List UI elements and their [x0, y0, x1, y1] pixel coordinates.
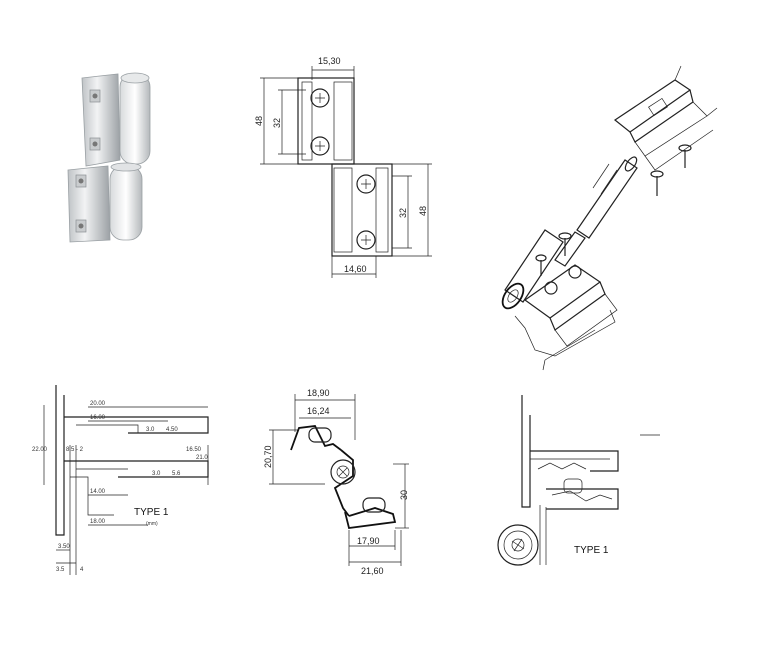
- profile-left-drawing: 20.00 16.00 3.0 4.50 22.00 8.5 - 2 16.50…: [28, 385, 228, 575]
- dim-bottom-width: 14,60: [344, 264, 367, 274]
- dim-section-right-height: 30: [399, 490, 409, 500]
- dim-profile-left-1: 16.00: [90, 415, 106, 421]
- dim-top-inner-height: 32: [272, 118, 282, 128]
- dim-profile-left-8: 3.0: [152, 471, 161, 477]
- dim-section-bottom-outer: 21,60: [361, 566, 384, 576]
- dim-profile-left-10: 14.00: [90, 489, 106, 495]
- dim-section-top-outer: 18,90: [307, 388, 330, 398]
- dim-profile-left-7: 21.0: [196, 455, 208, 461]
- dim-profile-left-13: 3.5: [56, 567, 65, 573]
- dim-top-outer-height: 48: [254, 116, 264, 126]
- dim-profile-left-11: 18.00: [90, 519, 106, 525]
- hinge-photo: [60, 70, 180, 245]
- profile-right-drawing: TYPE 1: [490, 395, 660, 575]
- dim-section-left-height: 20,70: [263, 445, 273, 468]
- dim-profile-left-2: 3.0: [146, 427, 155, 433]
- dim-section-bottom-inner: 17,90: [357, 536, 380, 546]
- profile-right-type-label: TYPE 1: [574, 545, 609, 556]
- dim-profile-left-6: 16.50: [186, 447, 202, 453]
- dim-bottom-outer-height: 48: [418, 206, 428, 216]
- profile-left-type-label: TYPE 1: [134, 507, 169, 518]
- dim-profile-left-0: 20.00: [90, 401, 106, 407]
- section-middle-drawing: 18,90 16,24 20,70 30 17,90 21,60: [255, 380, 435, 580]
- dim-profile-left-9: 5.6: [172, 471, 181, 477]
- profile-left-unit-label: (mm): [146, 521, 158, 527]
- dim-section-top-inner: 16,24: [307, 406, 330, 416]
- dim-bottom-inner-height: 32: [398, 208, 408, 218]
- hinge-front-view-drawing: 15,30 48 32 32 48 14,60: [250, 50, 450, 290]
- dim-profile-left-3: 4.50: [166, 427, 178, 433]
- dim-top-width: 15,30: [318, 56, 341, 66]
- dim-profile-left-14: 4: [80, 567, 84, 573]
- dim-profile-left-4: 22.00: [32, 447, 48, 453]
- dim-profile-left-12: 3.50: [58, 544, 70, 550]
- hinge-exploded-drawing: [485, 60, 725, 371]
- dim-profile-left-5: 8.5 - 2: [66, 447, 84, 453]
